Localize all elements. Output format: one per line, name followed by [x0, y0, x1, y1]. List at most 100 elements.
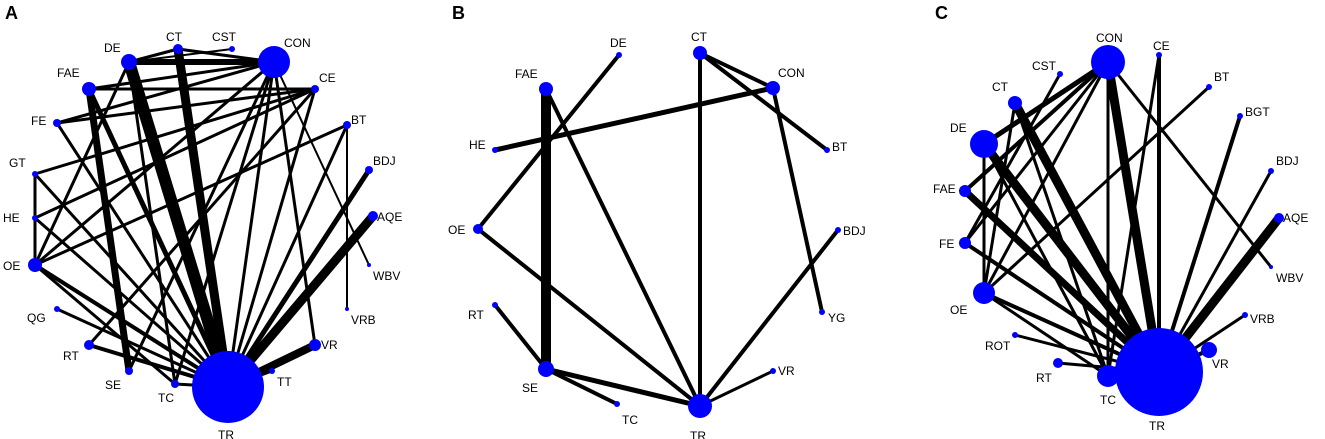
node-label-ct: CT [992, 80, 1009, 94]
labels-c: CONCEBTCSTCTBGTDEBDJFAEAQEFEWBVOEVRBROTR… [933, 31, 1308, 433]
edge-con-fe [56, 60, 275, 125]
node-bgt [1237, 113, 1243, 119]
node-rt [84, 340, 94, 350]
edge-con-vr [272, 61, 317, 346]
edge-gt-tr [33, 172, 230, 389]
node-con [258, 46, 290, 78]
node-label-gt: GT [9, 156, 26, 170]
node-rot [1012, 332, 1018, 338]
node-label-tc: TC [158, 391, 174, 405]
node-fae [539, 82, 553, 96]
node-label-ct: CT [691, 30, 708, 44]
edge-bt-oe [34, 123, 348, 267]
node-bdj [365, 166, 373, 174]
edge-ct-con [177, 47, 275, 64]
node-vrb [1242, 312, 1248, 318]
edge-he-tr [34, 216, 229, 389]
node-label-fe: FE [31, 114, 46, 128]
node-label-cst: CST [212, 30, 237, 44]
node-gt [32, 171, 38, 177]
edge-fe-tr [55, 122, 230, 388]
node-con [1091, 45, 1125, 79]
node-aqe [1274, 213, 1284, 223]
node-label-aqe: AQE [1283, 211, 1308, 225]
node-he [32, 215, 38, 221]
edge-fae-tr [962, 188, 1162, 375]
node-label-rt: RT [63, 349, 79, 363]
network-panel-a: CONCSTCTDEFAEFEGTHEOEQGRTSETCTRTTVRVRBWB… [3, 30, 402, 439]
node-oe [473, 224, 483, 234]
edge-de-tc [127, 61, 177, 385]
node-vr [309, 339, 321, 351]
node-label-de: DE [950, 121, 967, 135]
edge-oe-tc [983, 291, 1109, 378]
node-label-tr: TR [218, 428, 234, 439]
edge-he-ce [34, 87, 316, 220]
node-ce [1156, 52, 1162, 58]
edge-cst-de [128, 48, 233, 63]
edge-vr-tr [699, 369, 774, 408]
node-bdj [1268, 168, 1274, 174]
node-label-tt: TT [277, 375, 292, 389]
node-fae [959, 185, 971, 197]
panel-label-c: C [935, 3, 948, 23]
node-wbv [1269, 265, 1273, 269]
node-label-con: CON [284, 36, 311, 50]
edge-con-de [982, 59, 1110, 147]
node-label-bt: BT [832, 140, 848, 154]
edge-con-wbv [1106, 61, 1273, 268]
node-label-se: SE [105, 378, 121, 392]
node-label-ce: CE [319, 71, 336, 85]
nodes-b [473, 46, 841, 418]
edge-ce-gt [34, 87, 316, 176]
edge-ce-rt [87, 88, 317, 346]
network-panel-c: CONCEBTCSTCTBGTDEBDJFAEAQEFEWBVOEVRBROTR… [933, 31, 1308, 433]
node-label-rt: RT [468, 308, 484, 322]
node-label-wbv: WBV [1276, 271, 1303, 285]
node-bdj [835, 227, 841, 233]
node-label-he: HE [3, 211, 20, 225]
edge-con-fae [963, 60, 1110, 193]
edge-ct-tr [1011, 100, 1163, 375]
node-label-tc: TC [1100, 393, 1116, 407]
node-label-bt: BT [351, 113, 367, 127]
node-label-vr: VR [321, 338, 338, 352]
node-label-vr: VR [778, 364, 795, 378]
edge-se-tr [545, 366, 701, 409]
node-tc [614, 401, 620, 407]
edges-c [962, 54, 1283, 378]
node-label-de: DE [104, 41, 121, 55]
node-label-se: SE [522, 381, 538, 395]
node-bt [1206, 84, 1212, 90]
edge-ce-tr [226, 88, 317, 388]
edge-se-tc [545, 367, 618, 406]
node-cst [229, 46, 235, 52]
edge-con-oe [982, 61, 1110, 294]
edge-de-tr [980, 141, 1163, 375]
node-vr [770, 368, 776, 374]
node-cst [1057, 71, 1063, 77]
node-rt [492, 302, 498, 308]
nodes-a [28, 44, 378, 423]
edge-fae-tr [544, 88, 702, 407]
node-se [538, 361, 554, 377]
node-label-bt: BT [1214, 70, 1230, 84]
node-label-ct: CT [166, 30, 183, 44]
node-label-rt: RT [1036, 371, 1052, 385]
node-ce [311, 85, 319, 93]
edge-ct-bt [698, 51, 829, 152]
node-yg [819, 309, 825, 315]
edge-bdj-tr [225, 168, 372, 389]
edge-he-con [494, 85, 774, 153]
node-label-fe: FE [939, 237, 954, 251]
node-tc [1097, 365, 1119, 387]
node-vr [1201, 342, 1217, 358]
edge-de-oe [476, 53, 621, 231]
node-label-wbv: WBV [373, 269, 400, 283]
node-label-bdj: BDJ [843, 224, 866, 238]
node-label-tr: TR [1149, 419, 1165, 433]
node-con [766, 81, 780, 95]
